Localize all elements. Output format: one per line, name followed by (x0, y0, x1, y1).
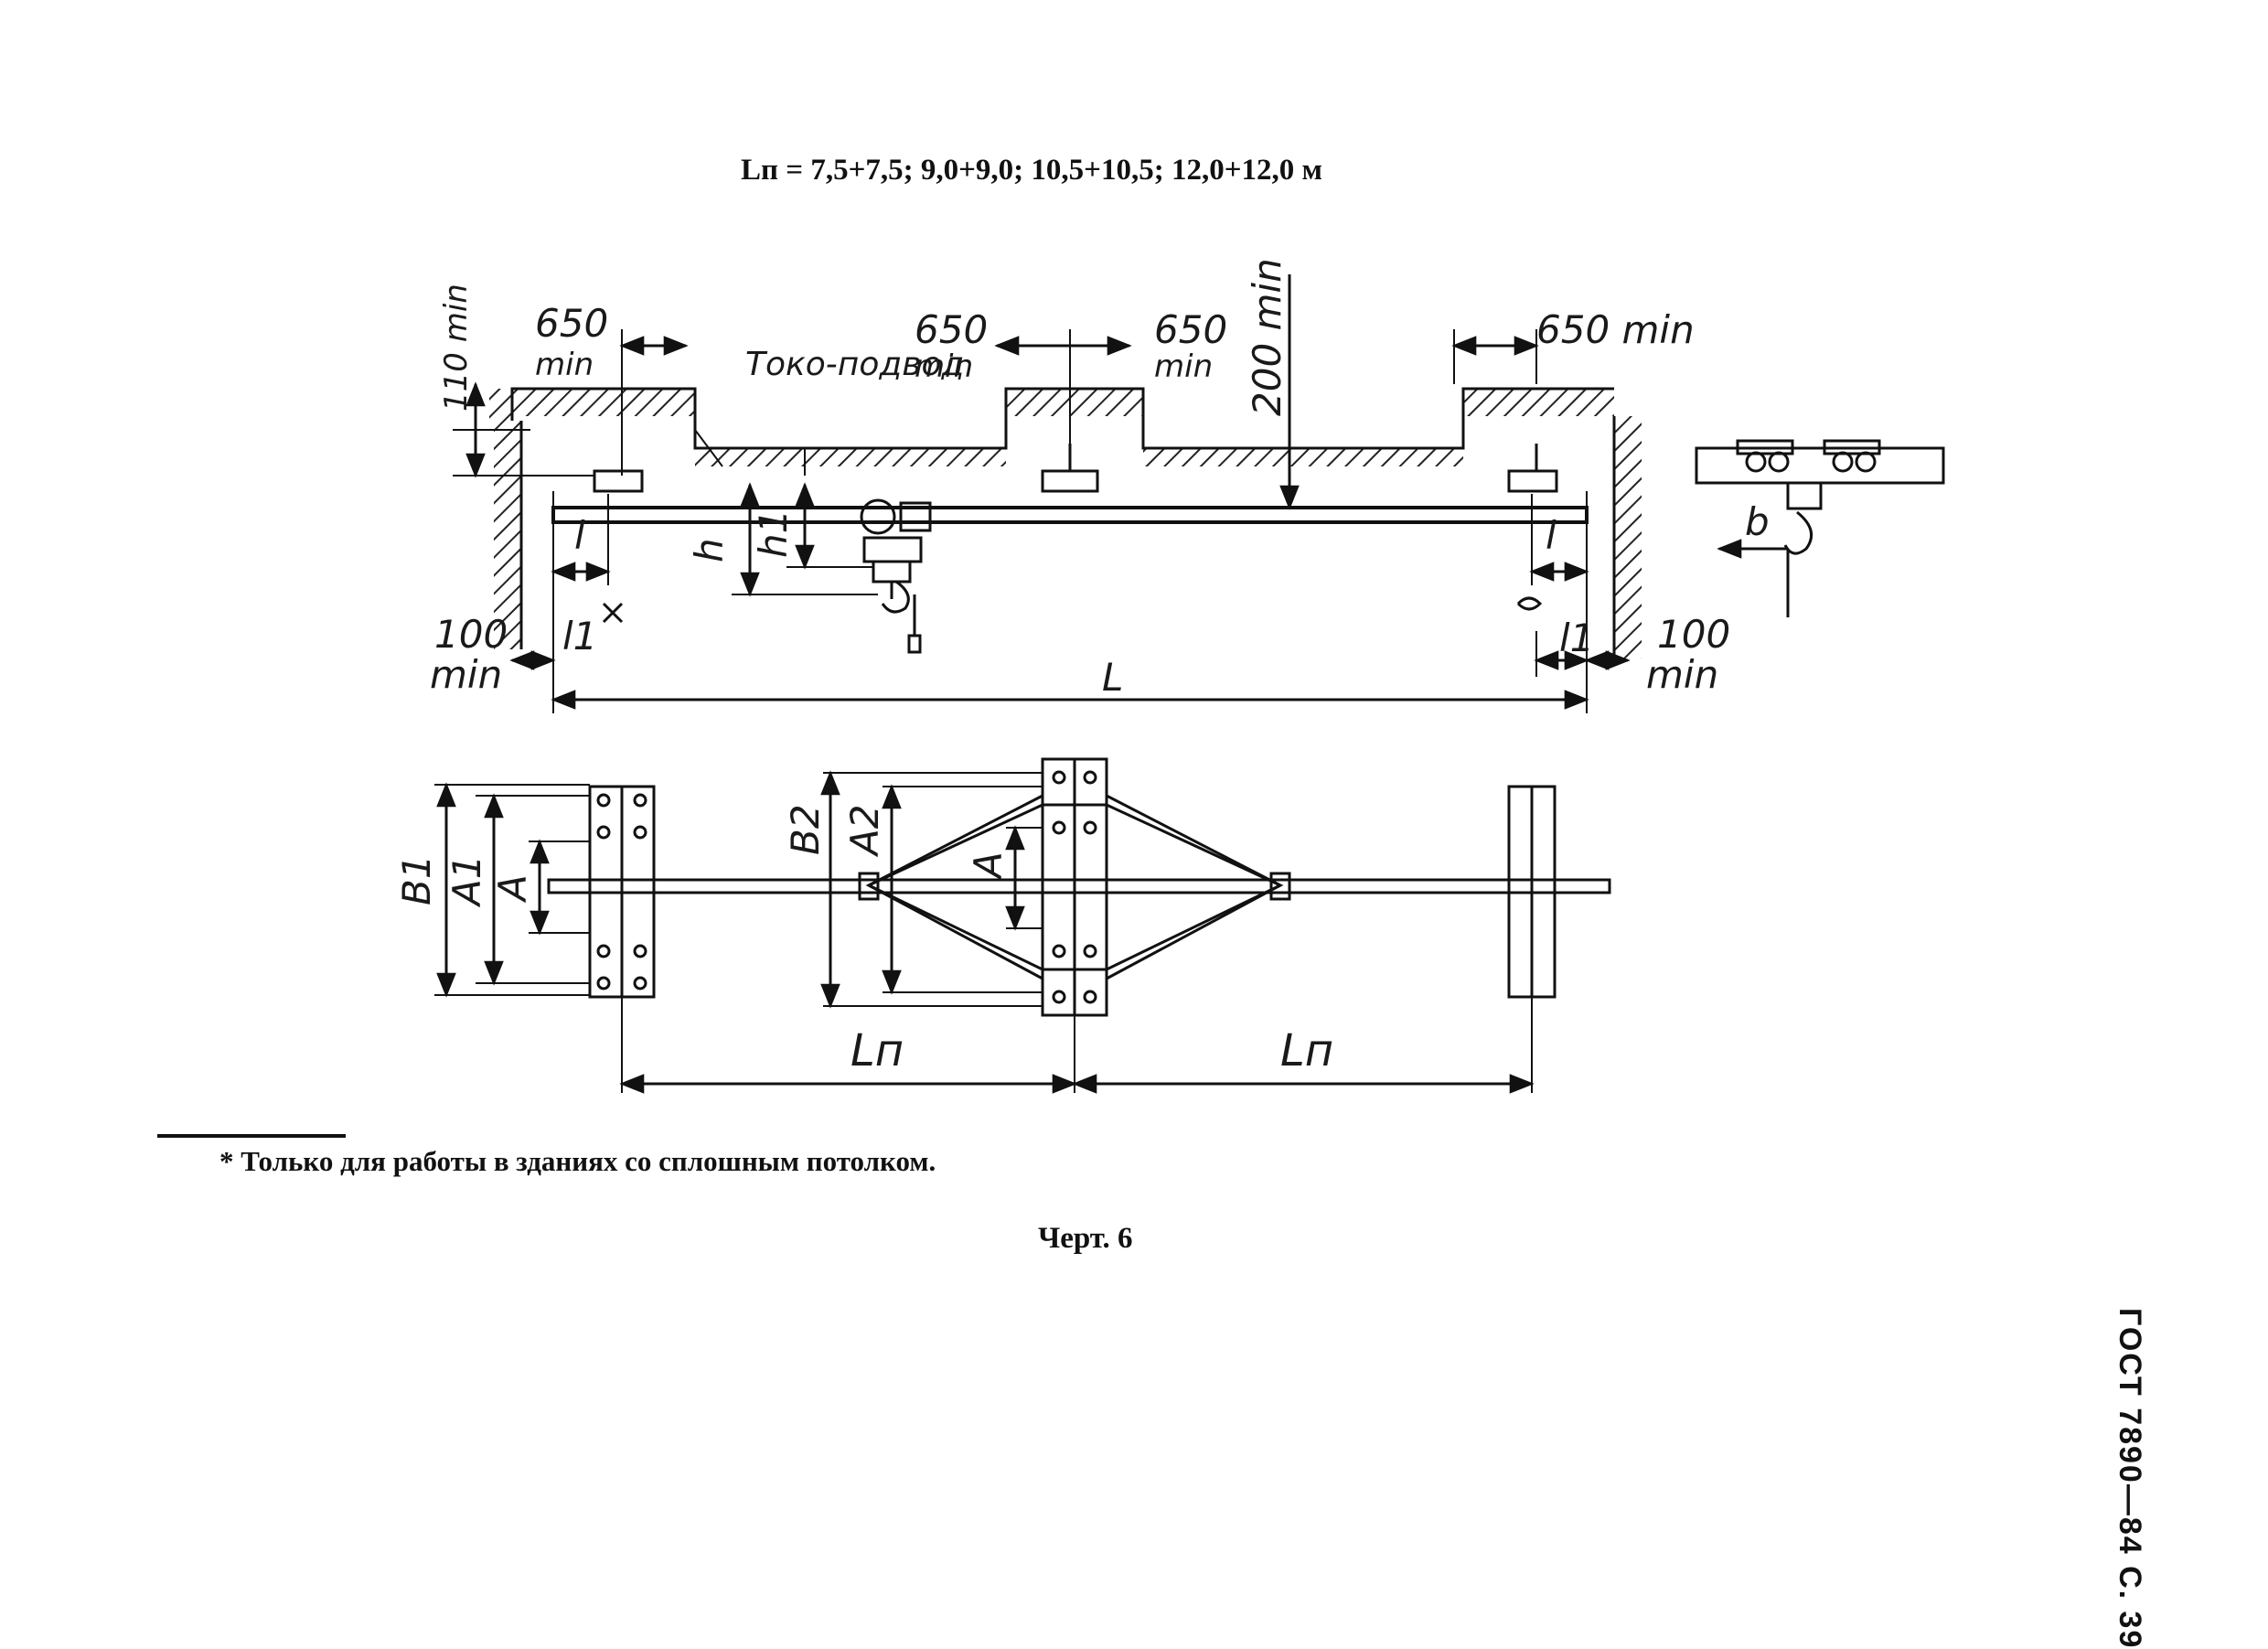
plan-beam (547, 878, 1611, 894)
label-min-right: min (1646, 652, 1718, 697)
label-l1-left: l1 (562, 614, 597, 659)
plan-view (434, 757, 1611, 1094)
label-110-min: 110 min (438, 284, 475, 412)
label-mid-650-1: 650 (915, 307, 988, 352)
left-end-truck (593, 469, 644, 493)
figure-caption: Черт. 6 (1038, 1222, 1133, 1255)
label-200-min: 200 min (1245, 258, 1289, 416)
right-wall-hatch (1614, 416, 1642, 659)
elevation-view (453, 274, 1642, 713)
label-mid-min-1: min (915, 348, 973, 385)
label-Ln-left: Lп (850, 1025, 904, 1076)
label-100-left: 100 (434, 612, 508, 657)
label-right-650: 650 min (1536, 307, 1695, 352)
label-l-left: l (574, 513, 585, 558)
label-B2: B2 (783, 804, 828, 855)
hoist (860, 498, 932, 654)
gost-page-stamp: ГОСТ 7890—84 С. 39 (2113, 1308, 2147, 1649)
label-A2: A2 (842, 805, 887, 858)
right-end-truck (1507, 469, 1558, 493)
label-B1: B1 (394, 854, 439, 905)
ceiling-line (510, 387, 1614, 450)
main-girder (551, 506, 1589, 524)
side-detail (1695, 439, 1945, 617)
label-100-right: 100 (1657, 612, 1730, 657)
label-b: b (1745, 499, 1770, 544)
label-min-left: min (430, 652, 502, 697)
label-span-L: L (1102, 655, 1123, 700)
label-A-left: A (490, 874, 535, 904)
label-Ln-right: Lп (1280, 1025, 1333, 1076)
label-h1: h1 (751, 509, 796, 558)
labels: 650 min 110 min Токо-подвод 650 min 650 … (394, 258, 1770, 1076)
label-mid-650-2: 650 (1154, 307, 1227, 352)
mid-support (1041, 469, 1099, 493)
label-current-feed: Токо-подвод (745, 346, 964, 383)
crane-drawing: 650 min 110 min Токо-подвод 650 min 650 … (394, 258, 1945, 1094)
label-A1: A1 (444, 855, 489, 908)
label-A-mid: A (966, 851, 1011, 881)
footnote-rule (157, 1134, 346, 1138)
label-l-right: l (1546, 513, 1557, 558)
label-top-min-left: min (535, 347, 594, 383)
label-h: h (687, 538, 732, 562)
label-l1-right: l1 (1559, 616, 1594, 660)
span-formula: Lп = 7,5+7,5; 9,0+9,0; 10,5+10,5; 12,0+1… (741, 154, 1322, 187)
ceiling-hatch (489, 389, 1614, 466)
footnote: * Только для работы в зданиях со сплошны… (219, 1145, 936, 1177)
left-wall-hatch (494, 421, 521, 649)
label-mid-min-2: min (1154, 348, 1213, 385)
label-top-650-left: 650 (535, 301, 608, 346)
